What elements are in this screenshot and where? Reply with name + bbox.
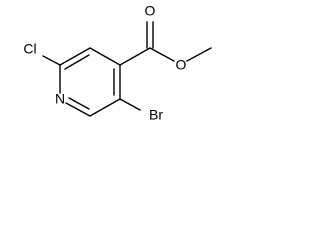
pyridine-ring — [59, 47, 121, 117]
bond-c2-cl — [42, 55, 61, 66]
bond-c5-c6 — [89, 98, 121, 117]
bond-c2-c3 — [59, 47, 91, 66]
bond-carbonyl-ester-o — [149, 47, 175, 62]
atom-chlorine: Cl — [23, 41, 36, 57]
atom-nitrogen: N — [55, 91, 65, 107]
atom-ester-oxygen: O — [176, 57, 187, 73]
bond-c6-n1 — [65, 102, 91, 117]
bond-c2-c3-inner — [64, 54, 90, 70]
bond-c3-c4 — [89, 47, 121, 66]
bond-c6-n1-inner — [68, 97, 90, 110]
atom-carbonyl-oxygen: O — [145, 3, 156, 19]
atom-bromine: Br — [149, 107, 163, 123]
bond-c4-carbonyl — [119, 47, 151, 66]
bond-ester-o-methyl — [186, 47, 212, 62]
structure-canvas: Cl N Br O O — [23, 3, 212, 123]
bond-c5-br — [119, 98, 141, 111]
